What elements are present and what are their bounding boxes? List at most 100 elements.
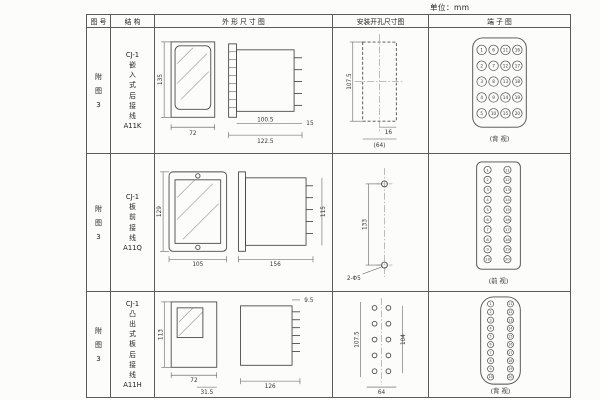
svg-text:13: 13	[503, 79, 509, 84]
svg-text:17: 17	[505, 228, 510, 232]
dim-label: 122.5	[257, 139, 274, 145]
svg-text:20: 20	[505, 258, 510, 262]
svg-text:6: 6	[486, 218, 489, 222]
svg-text:15: 15	[505, 208, 510, 212]
install-drawing-3: 107.5 104 64	[355, 297, 407, 396]
front-view	[168, 171, 228, 252]
svg-text:2: 2	[480, 63, 483, 68]
dim-label: 64	[378, 390, 386, 396]
dim-label: 72	[189, 131, 197, 137]
svg-text:8: 8	[490, 359, 492, 363]
header-fig-no: 图 号	[87, 15, 111, 28]
install-cell-row1: 107.5 16 (64)	[333, 28, 429, 154]
svg-text:16: 16	[508, 343, 512, 347]
svg-text:5: 5	[490, 335, 492, 339]
outline-cell-row1: 135 72 100.5 15 122.5	[155, 28, 333, 154]
svg-text:4: 4	[486, 198, 489, 202]
dim-label: 9.5	[304, 298, 313, 304]
dim-label: (64)	[374, 143, 386, 149]
centerlines	[354, 34, 405, 132]
svg-text:10: 10	[485, 258, 490, 262]
svg-text:13: 13	[505, 188, 510, 192]
svg-text:19: 19	[508, 367, 512, 371]
terminal-outline	[472, 37, 527, 128]
svg-text:14: 14	[505, 198, 510, 202]
mounting-holes	[381, 180, 388, 269]
side-view	[238, 171, 313, 252]
svg-text:11: 11	[503, 47, 509, 52]
svg-text:20: 20	[515, 111, 521, 116]
header-structure: 结 构	[111, 15, 155, 28]
svg-text:12: 12	[508, 310, 512, 314]
svg-text:2: 2	[486, 178, 489, 182]
svg-text:1: 1	[490, 302, 492, 306]
install-cell-row2: 133 2-Φ5	[333, 154, 429, 292]
structure-label-row2: CJ-1 板 前 接 线 A11Q	[111, 154, 155, 292]
svg-text:6: 6	[490, 343, 492, 347]
spec-table: 图 号 结 构 外 形 尺 寸 图 安装开孔尺寸图 端 子 图 附 图 3 CJ…	[86, 14, 571, 398]
dim-label: 31.5	[200, 390, 213, 396]
svg-text:10: 10	[489, 375, 493, 379]
svg-text:5: 5	[486, 208, 489, 212]
header-terminal: 端 子 图	[429, 15, 571, 28]
dim-label: 126	[265, 384, 276, 390]
terminal-outline	[480, 296, 521, 385]
svg-text:7: 7	[490, 351, 492, 355]
dim-label: 107.5	[355, 331, 361, 348]
dim-label: 133	[363, 219, 369, 230]
svg-text:14: 14	[508, 326, 512, 330]
svg-text:9: 9	[490, 367, 492, 371]
unit-label: 单位：mm	[430, 3, 470, 12]
svg-text:1: 1	[480, 47, 483, 52]
dimensions: 129 105 156 115	[157, 171, 327, 268]
view-caption: (背 视)	[490, 134, 510, 143]
svg-text:16: 16	[505, 218, 510, 222]
dim-label: 100.5	[257, 117, 274, 123]
dim-label: 72	[190, 378, 198, 384]
svg-text:15: 15	[508, 335, 512, 339]
outline-drawing-1: 135 72 100.5 15 122.5	[158, 41, 314, 145]
front-view	[170, 301, 218, 368]
svg-text:3: 3	[480, 79, 483, 84]
dim-label: 15	[306, 121, 314, 127]
dim-label: 104	[401, 334, 407, 345]
svg-text:9: 9	[492, 95, 495, 100]
terminal-outline	[476, 161, 521, 270]
dimensions: 107.5 104 64	[355, 301, 407, 396]
svg-text:1: 1	[486, 168, 489, 172]
structure-label-row3: CJ-1 凸 出 式 板 后 接 线 A11H	[111, 292, 155, 398]
svg-text:13: 13	[508, 318, 512, 322]
svg-text:18: 18	[515, 79, 521, 84]
svg-text:11: 11	[508, 302, 512, 306]
svg-text:8: 8	[486, 238, 489, 242]
side-view	[228, 43, 303, 118]
fig-label-row1: 附 图 3	[87, 28, 111, 154]
side-view	[240, 305, 300, 366]
hole-callout: 2-Φ5	[347, 276, 361, 282]
hole-pattern	[371, 305, 392, 375]
dim-label: 129	[157, 206, 163, 217]
header-install: 安装开孔尺寸图	[333, 15, 429, 28]
install-drawing-1: 107.5 16 (64)	[347, 34, 405, 149]
structure-label-row1: CJ-1 嵌 入 式 后 接 线 A11K	[111, 28, 155, 154]
view-caption: (前 视)	[489, 276, 509, 285]
outline-drawing-2: 129 105 156 115	[157, 171, 327, 268]
svg-text:3: 3	[486, 188, 489, 192]
dim-label: 113	[158, 329, 164, 340]
dim-label: 16	[385, 130, 393, 136]
svg-text:2: 2	[490, 310, 492, 314]
header-outline: 外 形 尺 寸 图	[155, 15, 333, 28]
svg-text:14: 14	[503, 95, 509, 100]
outline-cell-row2: 129 105 156 115	[155, 154, 333, 292]
svg-text:20: 20	[508, 375, 512, 379]
dim-label: 156	[270, 262, 281, 268]
